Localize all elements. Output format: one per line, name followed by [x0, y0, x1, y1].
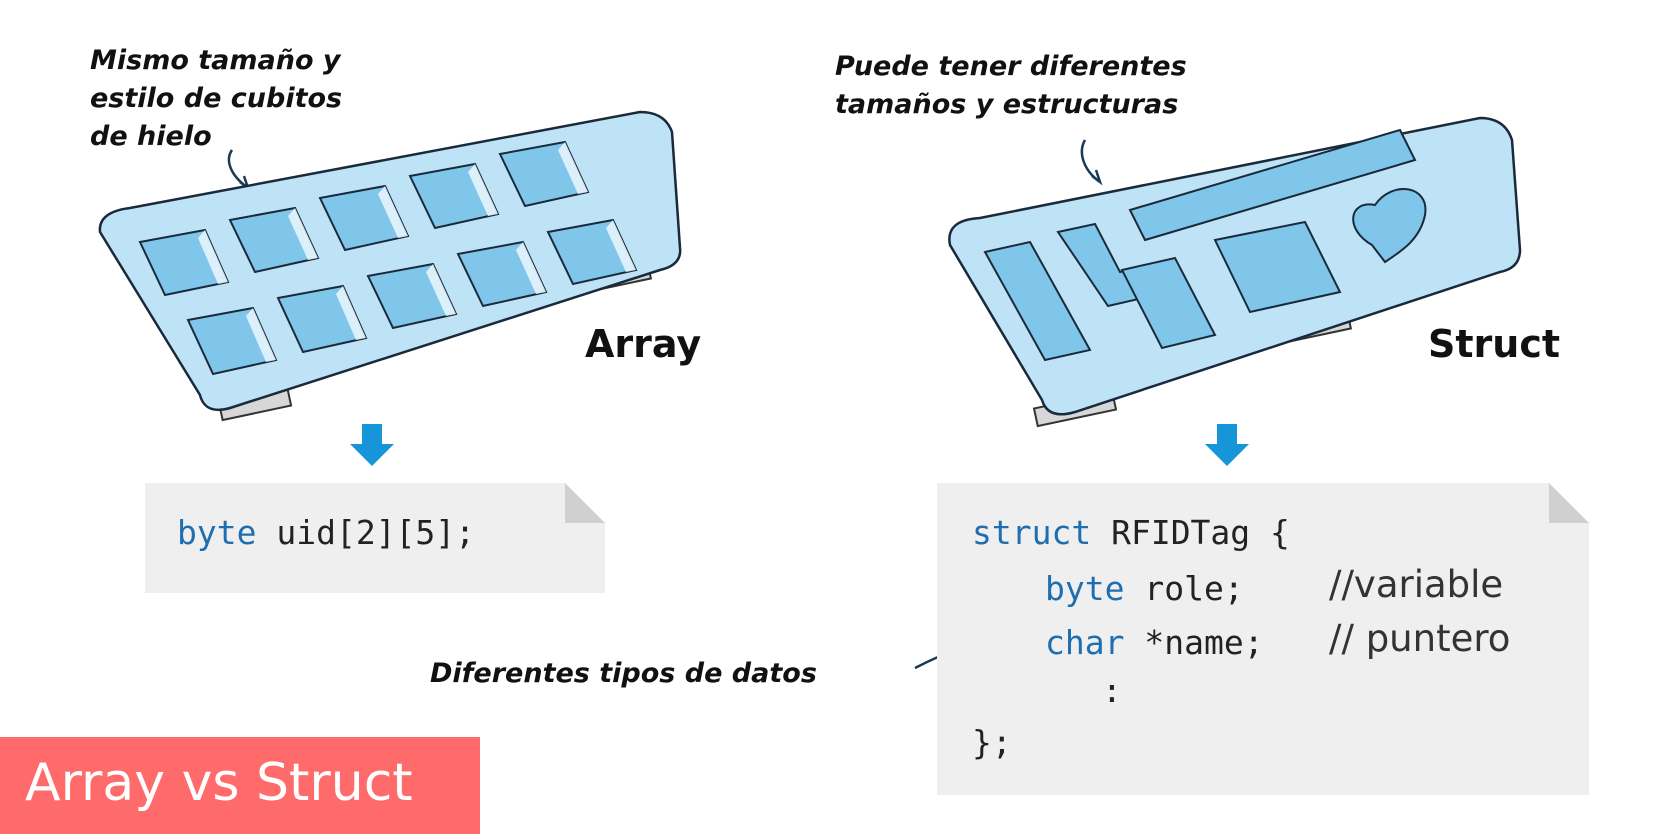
struct-code-card: struct RFIDTag { byte role; //variable c… — [937, 483, 1589, 795]
struct-comment-pointer: // puntero — [1329, 617, 1511, 660]
array-code-card: byte uid[2][5]; — [145, 483, 605, 593]
struct-note: Puede tener diferentes tamaños y estruct… — [835, 51, 1187, 120]
struct-label: Struct — [1428, 322, 1561, 366]
page-fold — [1549, 483, 1589, 523]
code-text: *name; — [1124, 623, 1264, 662]
page-fold — [565, 483, 605, 523]
struct-comment-variable: //variable — [1329, 563, 1504, 606]
page-title: Array vs Struct — [25, 753, 413, 813]
code-keyword: char — [1045, 623, 1125, 662]
code-text: RFIDTag { — [1091, 513, 1290, 552]
struct-code-line-1: struct RFIDTag { — [972, 513, 1290, 552]
array-label: Array — [585, 322, 702, 366]
struct-code-close: }; — [972, 723, 1012, 762]
array-ice-tray — [98, 110, 682, 422]
title-banner: Array vs Struct — [0, 737, 480, 834]
code-keyword: struct — [972, 513, 1092, 552]
code-text: role; — [1124, 569, 1244, 608]
struct-ice-tray — [948, 116, 1522, 428]
array-code: byte uid[2][5]; — [177, 513, 475, 552]
struct-code-ellipsis: : — [1102, 671, 1122, 710]
code-keyword: byte — [177, 513, 257, 552]
code-text: uid[2][5]; — [256, 513, 476, 552]
struct-code-line-2: byte role; — [1045, 569, 1244, 608]
struct-code-line-3: char *name; — [1045, 623, 1264, 662]
array-note: Mismo tamaño y estilo de cubitos de hiel… — [90, 45, 343, 152]
code-keyword: byte — [1045, 569, 1125, 608]
struct-down-arrow — [1205, 424, 1249, 466]
data-types-note: Diferentes tipos de datos — [430, 658, 817, 689]
array-down-arrow — [350, 424, 394, 466]
